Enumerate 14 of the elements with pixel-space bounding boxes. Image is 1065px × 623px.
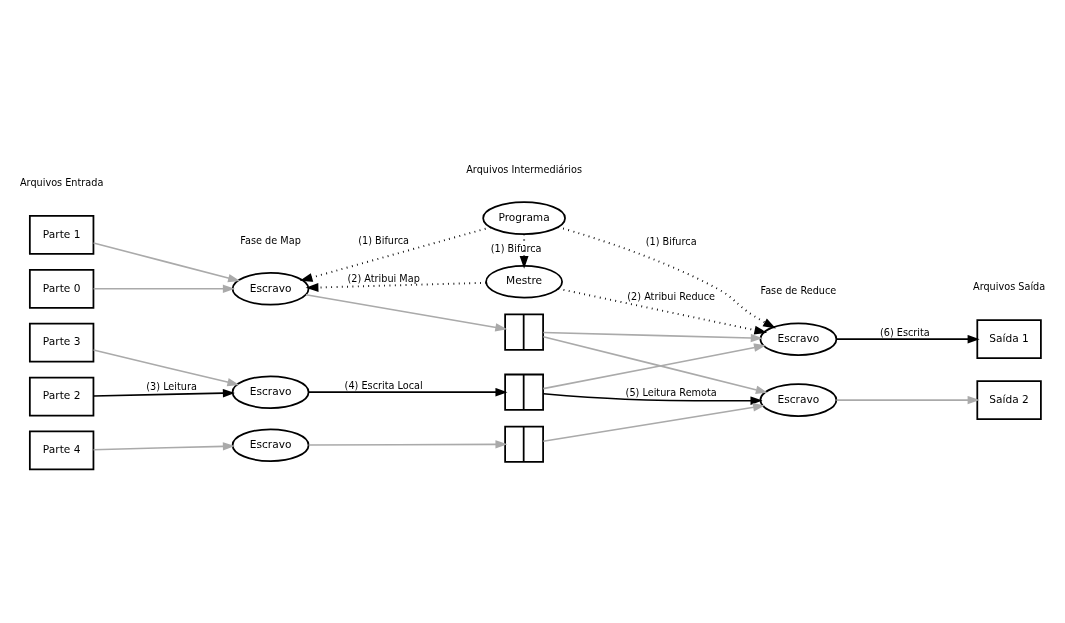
- label: Fase de Reduce: [760, 284, 837, 296]
- label: Arquivos Saída: [973, 280, 1046, 292]
- edge-label: (5) Leitura Remota: [625, 386, 717, 398]
- label: Fase de Map: [240, 234, 301, 246]
- edge-label: (2) Atribui Map: [347, 272, 420, 284]
- edge-label: (3) Leitura: [146, 380, 197, 392]
- label: Arquivos Intermediários: [466, 163, 583, 175]
- label: Arquivos Entrada: [19, 176, 104, 188]
- edge-label: (4) Escrita Local: [344, 379, 423, 391]
- edge-label: (1) Bifurca: [645, 235, 697, 247]
- edge-label: (6) Escrita: [879, 326, 930, 338]
- edge-label: (1) Bifurca: [490, 242, 542, 254]
- edge-label: (2) Atribui Reduce: [627, 290, 716, 302]
- edge-label: (1) Bifurca: [358, 234, 410, 246]
